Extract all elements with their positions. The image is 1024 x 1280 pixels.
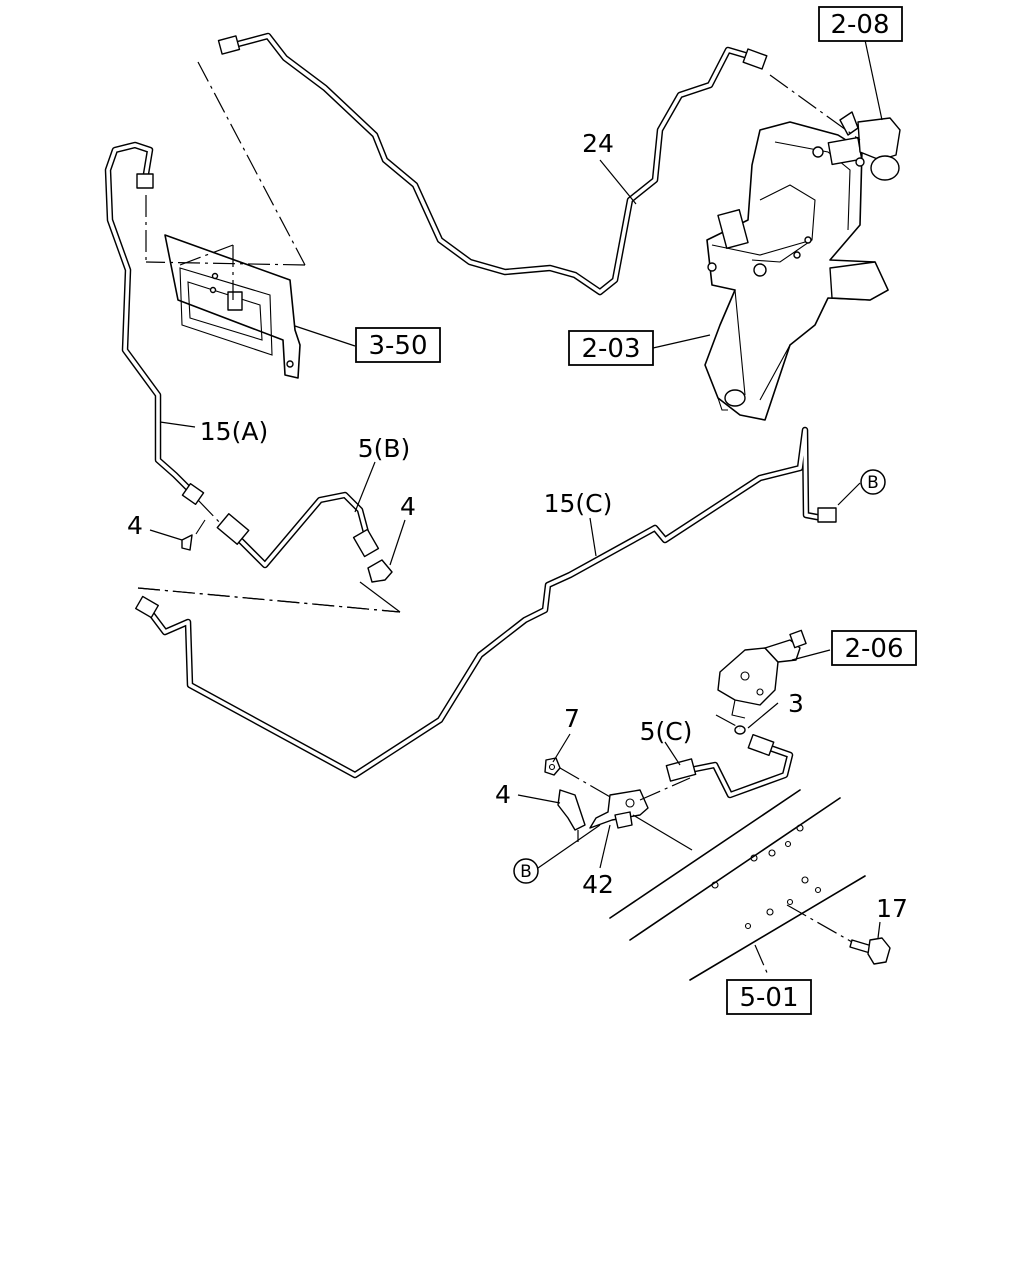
part-label-4-lower: 4	[495, 780, 511, 809]
ref-box-3-50-label: 3-50	[368, 331, 427, 361]
bolt-17	[849, 937, 891, 965]
connector-mark-b-lower-label: B	[520, 862, 532, 882]
clutch-pedal-assembly-2-03	[704, 121, 889, 421]
washer-3	[734, 725, 746, 735]
leader-lines	[149, 39, 883, 939]
connector-mark-b-upper-label: B	[867, 473, 879, 493]
bracket-3-50	[164, 234, 301, 379]
bracket-42	[589, 789, 649, 829]
clip-4-right	[367, 559, 393, 583]
pipe-15a	[104, 141, 205, 506]
part-label-7: 7	[564, 704, 580, 733]
part-label-5c: 5(C)	[640, 717, 693, 746]
part-label-5b: 5(B)	[358, 434, 411, 463]
connector-mark-b-lower: B	[513, 858, 539, 884]
master-cylinder-2-08	[839, 111, 901, 181]
hose-5b	[216, 491, 380, 569]
ref-box-3-50[interactable]: 3-50	[355, 327, 441, 363]
ref-box-2-03[interactable]: 2-03	[568, 330, 654, 366]
clip-4-left	[181, 519, 206, 551]
clip-4-lower	[557, 789, 586, 831]
pipe-5c	[665, 733, 794, 799]
slave-cylinder-2-06	[717, 629, 807, 719]
part-label-24: 24	[582, 129, 614, 158]
pipe-15c	[135, 426, 837, 779]
ref-box-2-08-label: 2-08	[830, 10, 889, 40]
ref-box-2-06-label: 2-06	[844, 634, 903, 664]
part-label-42: 42	[582, 870, 614, 899]
ref-box-5-01-label: 5-01	[739, 983, 798, 1013]
ref-box-2-06[interactable]: 2-06	[831, 630, 917, 666]
ref-box-5-01[interactable]: 5-01	[726, 979, 812, 1015]
part-label-3: 3	[788, 689, 804, 718]
connector-mark-b-upper: B	[860, 469, 886, 495]
part-label-15c: 15(C)	[544, 489, 613, 518]
ref-box-2-03-label: 2-03	[581, 334, 640, 364]
part-label-4-left: 4	[127, 511, 143, 540]
pipe-24	[217, 32, 768, 296]
frame-rail-5-01	[609, 789, 866, 981]
part-label-17: 17	[876, 894, 908, 923]
ref-box-2-08[interactable]: 2-08	[818, 6, 903, 42]
nut-7	[544, 757, 561, 776]
part-label-15a: 15(A)	[200, 417, 268, 446]
alignment-lines	[137, 61, 861, 976]
part-label-4-right: 4	[400, 492, 416, 521]
